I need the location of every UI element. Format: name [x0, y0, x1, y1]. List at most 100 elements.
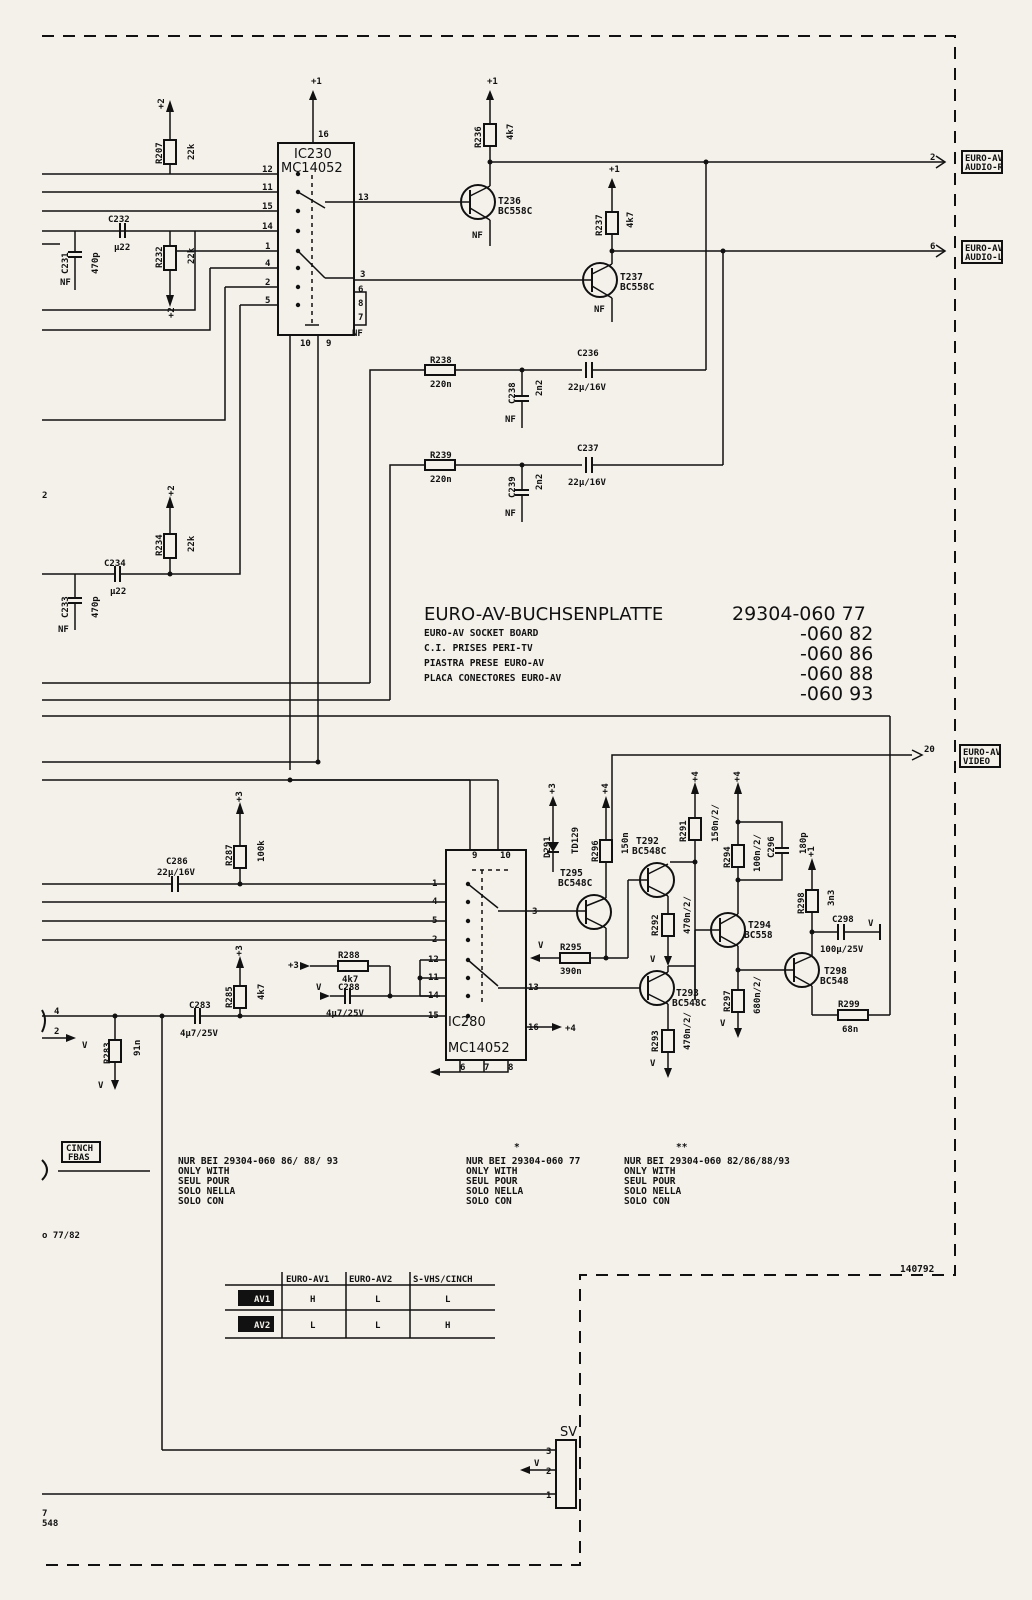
- svg-text:4k7: 4k7: [626, 212, 636, 228]
- svg-text:C.I. PRISES PERI-TV: C.I. PRISES PERI-TV: [424, 643, 533, 654]
- svg-text:2: 2: [930, 153, 935, 163]
- t298-stage: +1 R298 3n3 C298 100µ/25V V T298 BC548 R…: [784, 846, 890, 1035]
- svg-text:V: V: [868, 919, 874, 929]
- svg-text:SOLO CON: SOLO CON: [466, 1196, 512, 1207]
- svg-text:+3: +3: [548, 783, 558, 794]
- svg-text:+3: +3: [288, 961, 299, 971]
- svg-text:C234: C234: [104, 559, 126, 569]
- r238-c236-path: R238 220n C238 2n2 NF C236 22µ/16V: [369, 349, 706, 428]
- c231-c232-r232: C231 470p NF C232 µ22 R232 22k +2: [60, 215, 197, 318]
- tt-header-1: EURO-AV2: [349, 1275, 392, 1285]
- svg-text:R298: R298: [797, 892, 807, 914]
- svg-text:SEUL POUR: SEUL POUR: [466, 1176, 518, 1187]
- svg-text:EURO-AV SOCKET BOARD: EURO-AV SOCKET BOARD: [424, 628, 539, 639]
- svg-text:R294: R294: [723, 846, 733, 868]
- svg-text:-060 93: -060 93: [800, 683, 873, 705]
- svg-text:TD129: TD129: [571, 827, 581, 854]
- svg-text:29304-060 77: 29304-060 77: [732, 603, 866, 625]
- svg-text:µ22: µ22: [114, 243, 130, 253]
- svg-text:C232: C232: [108, 215, 130, 225]
- svg-text:ONLY WITH: ONLY WITH: [178, 1166, 230, 1177]
- t294-stage: +4 C296 180p R294 100n/2/ T294 BC558 R29…: [710, 771, 809, 1038]
- svg-text:4: 4: [54, 1007, 60, 1017]
- svg-text:V: V: [650, 1059, 656, 1069]
- svg-text:R237: R237: [595, 214, 605, 236]
- svg-text:20: 20: [924, 745, 935, 755]
- svg-text:R291: R291: [679, 820, 689, 842]
- r283-group: 4 2 V R283 91n V: [41, 1007, 550, 1451]
- c286-r287: C286 22µ/16V +3 R287 100k: [42, 791, 446, 892]
- svg-text:1: 1: [546, 1491, 551, 1501]
- svg-text:14: 14: [262, 222, 273, 232]
- t293-stage: T293 BC548C R293 470n/2/ V: [526, 929, 715, 1078]
- svg-text:R239: R239: [430, 451, 452, 461]
- svg-text:AUDIO-L: AUDIO-L: [965, 253, 1004, 263]
- svg-text:-060 88: -060 88: [800, 663, 873, 685]
- ic280: IC280 MC14052 9 10 1 4 5 2 12 11 14 15 3…: [42, 779, 576, 1076]
- svg-text:BC548C: BC548C: [558, 878, 593, 889]
- svg-text:L: L: [375, 1295, 381, 1305]
- supply-plus2: +2: [157, 98, 167, 109]
- svg-text:4µ7/25V: 4µ7/25V: [180, 1029, 219, 1039]
- svg-text:R236: R236: [474, 126, 484, 148]
- svg-text:NUR BEI 29304-060 82/86/88/93: NUR BEI 29304-060 82/86/88/93: [624, 1156, 790, 1167]
- svg-text:-060 86: -060 86: [800, 643, 873, 665]
- svg-text:13: 13: [358, 193, 369, 203]
- svg-text:390n: 390n: [560, 967, 582, 977]
- svg-text:C233: C233: [61, 596, 71, 618]
- svg-text:9: 9: [472, 851, 477, 861]
- svg-text:NF: NF: [352, 329, 363, 339]
- sv-connector: SV 3 2 1 V 7 548: [42, 1425, 577, 1529]
- svg-text:8: 8: [358, 299, 363, 309]
- t292-stage: +4 R291 150n/2/ T292 BC548C R292 470n/2/…: [632, 771, 721, 1000]
- bus-lines: [42, 420, 891, 1015]
- svg-text:C283: C283: [189, 1001, 211, 1011]
- svg-text:470p: 470p: [91, 252, 101, 274]
- svg-text:470p: 470p: [91, 596, 101, 618]
- svg-text:V: V: [82, 1041, 88, 1051]
- svg-text:R293: R293: [651, 1030, 661, 1052]
- tt-header-2: S-VHS/CINCH: [413, 1275, 473, 1285]
- r288-c288-c283: +3 R288 4k7 V C288 4µ7/25V C283 4µ7/25V …: [42, 945, 446, 1039]
- svg-text:VIDEO: VIDEO: [963, 757, 991, 767]
- svg-text:470n/2/: 470n/2/: [683, 1012, 693, 1050]
- svg-text:7: 7: [358, 313, 363, 323]
- svg-text:6: 6: [460, 1063, 465, 1073]
- doc-number: 140792: [900, 1264, 934, 1275]
- svg-text:C237: C237: [577, 444, 599, 454]
- svg-text:12: 12: [262, 165, 273, 175]
- cinch-label: CINCH FBAS o 77/82: [41, 1141, 150, 1241]
- svg-text:PIASTRA PRESE EURO-AV: PIASTRA PRESE EURO-AV: [424, 658, 544, 669]
- output-video: 20 EURO-AV VIDEO: [611, 744, 1002, 842]
- svg-text:+1: +1: [609, 165, 620, 175]
- ic230-input-lines: [42, 173, 278, 575]
- svg-text:3: 3: [546, 1447, 551, 1457]
- board-outline: [42, 35, 956, 1566]
- svg-text:IC230: IC230: [294, 147, 332, 162]
- svg-text:R297: R297: [723, 990, 733, 1012]
- svg-text:NF: NF: [472, 231, 483, 241]
- svg-text:+4: +4: [565, 1024, 576, 1034]
- svg-text:L: L: [310, 1321, 316, 1331]
- svg-text:9: 9: [326, 339, 331, 349]
- svg-text:H: H: [310, 1295, 315, 1305]
- svg-text:15: 15: [262, 202, 273, 212]
- svg-text:6: 6: [358, 285, 363, 295]
- svg-text:SOLO NELLA: SOLO NELLA: [466, 1186, 523, 1197]
- ic230-output-lines: [354, 201, 572, 281]
- svg-text:V: V: [720, 1019, 726, 1029]
- svg-text:11: 11: [262, 183, 273, 193]
- svg-text:EURO-AV: EURO-AV: [965, 244, 1004, 254]
- t237-stage: +1 R237 4k7 T237 BC558C NF: [572, 165, 945, 465]
- svg-text:NUR BEI 29304-060 86/ 88/ 93: NUR BEI 29304-060 86/ 88/ 93: [178, 1156, 338, 1167]
- svg-text:4µ7/25V: 4µ7/25V: [326, 1009, 365, 1019]
- svg-text:SV: SV: [560, 1425, 577, 1440]
- svg-text:BC548C: BC548C: [632, 846, 667, 857]
- svg-text:C239: C239: [508, 476, 518, 498]
- svg-text:680n/2/: 680n/2/: [753, 976, 763, 1014]
- svg-text:C288: C288: [338, 983, 360, 993]
- tt-header-0: EURO-AV1: [286, 1275, 329, 1285]
- svg-text:CINCH: CINCH: [66, 1144, 93, 1154]
- svg-text:C238: C238: [508, 382, 518, 404]
